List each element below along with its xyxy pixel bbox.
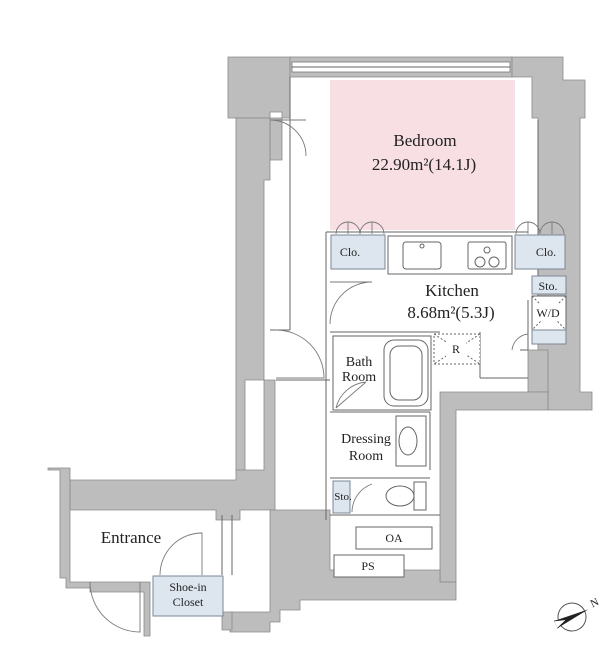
storage-lower-label: Sto. <box>334 491 352 503</box>
wall-entrance-left <box>47 467 91 589</box>
wd-label: W/D <box>536 306 560 320</box>
shoe-closet-label-1: Shoe-in <box>169 580 206 594</box>
closet-right-label: Clo. <box>536 245 556 259</box>
bedroom-name: Bedroom <box>393 131 456 150</box>
door-hall <box>275 329 325 379</box>
dressing-room-label-2: Room <box>349 449 383 464</box>
door-entrance-main <box>89 581 141 633</box>
closet-left[interactable] <box>330 234 386 270</box>
shoe-closet-label-2: Closet <box>173 595 204 609</box>
ps-box <box>333 554 405 578</box>
wall-right-lower <box>527 349 549 393</box>
storage-upper[interactable] <box>531 275 567 295</box>
bath-room-label-1: Bath <box>346 355 372 370</box>
storage-under-wd <box>531 329 567 345</box>
north-label: N <box>589 596 601 610</box>
door-top-left <box>269 119 307 157</box>
bathtub-inner <box>389 345 423 401</box>
bedroom-area <box>330 80 515 230</box>
wall-lower-right-band <box>439 391 549 583</box>
door-entrance-inner <box>159 532 203 576</box>
bath-door-swing <box>335 381 367 409</box>
bath-room-label-2: Room <box>342 370 376 385</box>
wall-bottom-tabs <box>221 611 233 631</box>
bedroom-area-label: 22.90m²(14.1J) <box>372 155 476 174</box>
storage-lower[interactable] <box>332 480 351 514</box>
toilet-door-swing <box>351 483 373 513</box>
wall-bottom-left <box>89 581 151 637</box>
toilet[interactable] <box>385 485 415 507</box>
burner-icon <box>483 246 491 254</box>
washbasin[interactable] <box>398 426 418 456</box>
closet-right[interactable] <box>514 234 566 270</box>
entrance-label: Entrance <box>101 528 161 547</box>
refrigerator-label: R <box>452 342 460 356</box>
door-wd <box>511 333 529 351</box>
kitchen-area-label: 8.68m²(5.3J) <box>407 303 494 322</box>
oa-box <box>355 526 433 550</box>
closet-doors <box>335 221 565 235</box>
doors <box>89 119 529 633</box>
burner-icon <box>474 256 486 268</box>
stove[interactable] <box>467 241 507 270</box>
storage-upper-label: Sto. <box>538 279 557 293</box>
north-arrow-icon <box>553 602 589 632</box>
kitchen-sink[interactable] <box>402 241 442 270</box>
door-kitchen <box>329 281 373 325</box>
kitchen-name: Kitchen <box>425 281 479 300</box>
wall-left-vertical <box>235 117 271 471</box>
shoe-closet[interactable] <box>152 575 224 617</box>
dressing-room-label-1: Dressing <box>341 432 391 447</box>
faucet-icon <box>419 243 425 249</box>
oa-label: OA <box>385 531 403 545</box>
ps-label: PS <box>361 559 374 573</box>
toilet-tank <box>413 481 427 511</box>
closet-left-label: Clo. <box>340 245 360 259</box>
burner-icon <box>488 256 500 268</box>
